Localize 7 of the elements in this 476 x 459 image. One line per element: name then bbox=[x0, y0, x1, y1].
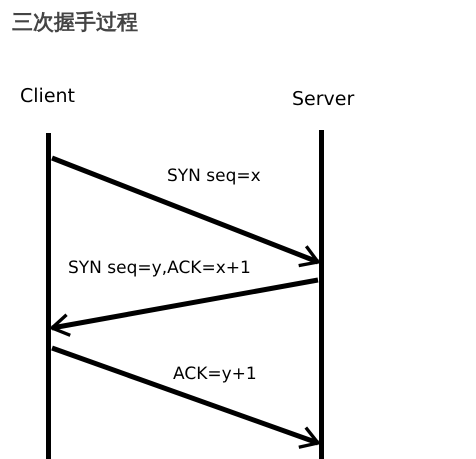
arrow bbox=[51, 346, 320, 449]
lifeline-heading: Server bbox=[292, 88, 354, 110]
edge-label: SYN seq=x bbox=[165, 166, 263, 186]
arrow bbox=[51, 156, 320, 268]
title: 三次握手过程 bbox=[12, 9, 138, 36]
arrow bbox=[50, 278, 318, 337]
lifeline-heading: Client bbox=[20, 85, 76, 107]
